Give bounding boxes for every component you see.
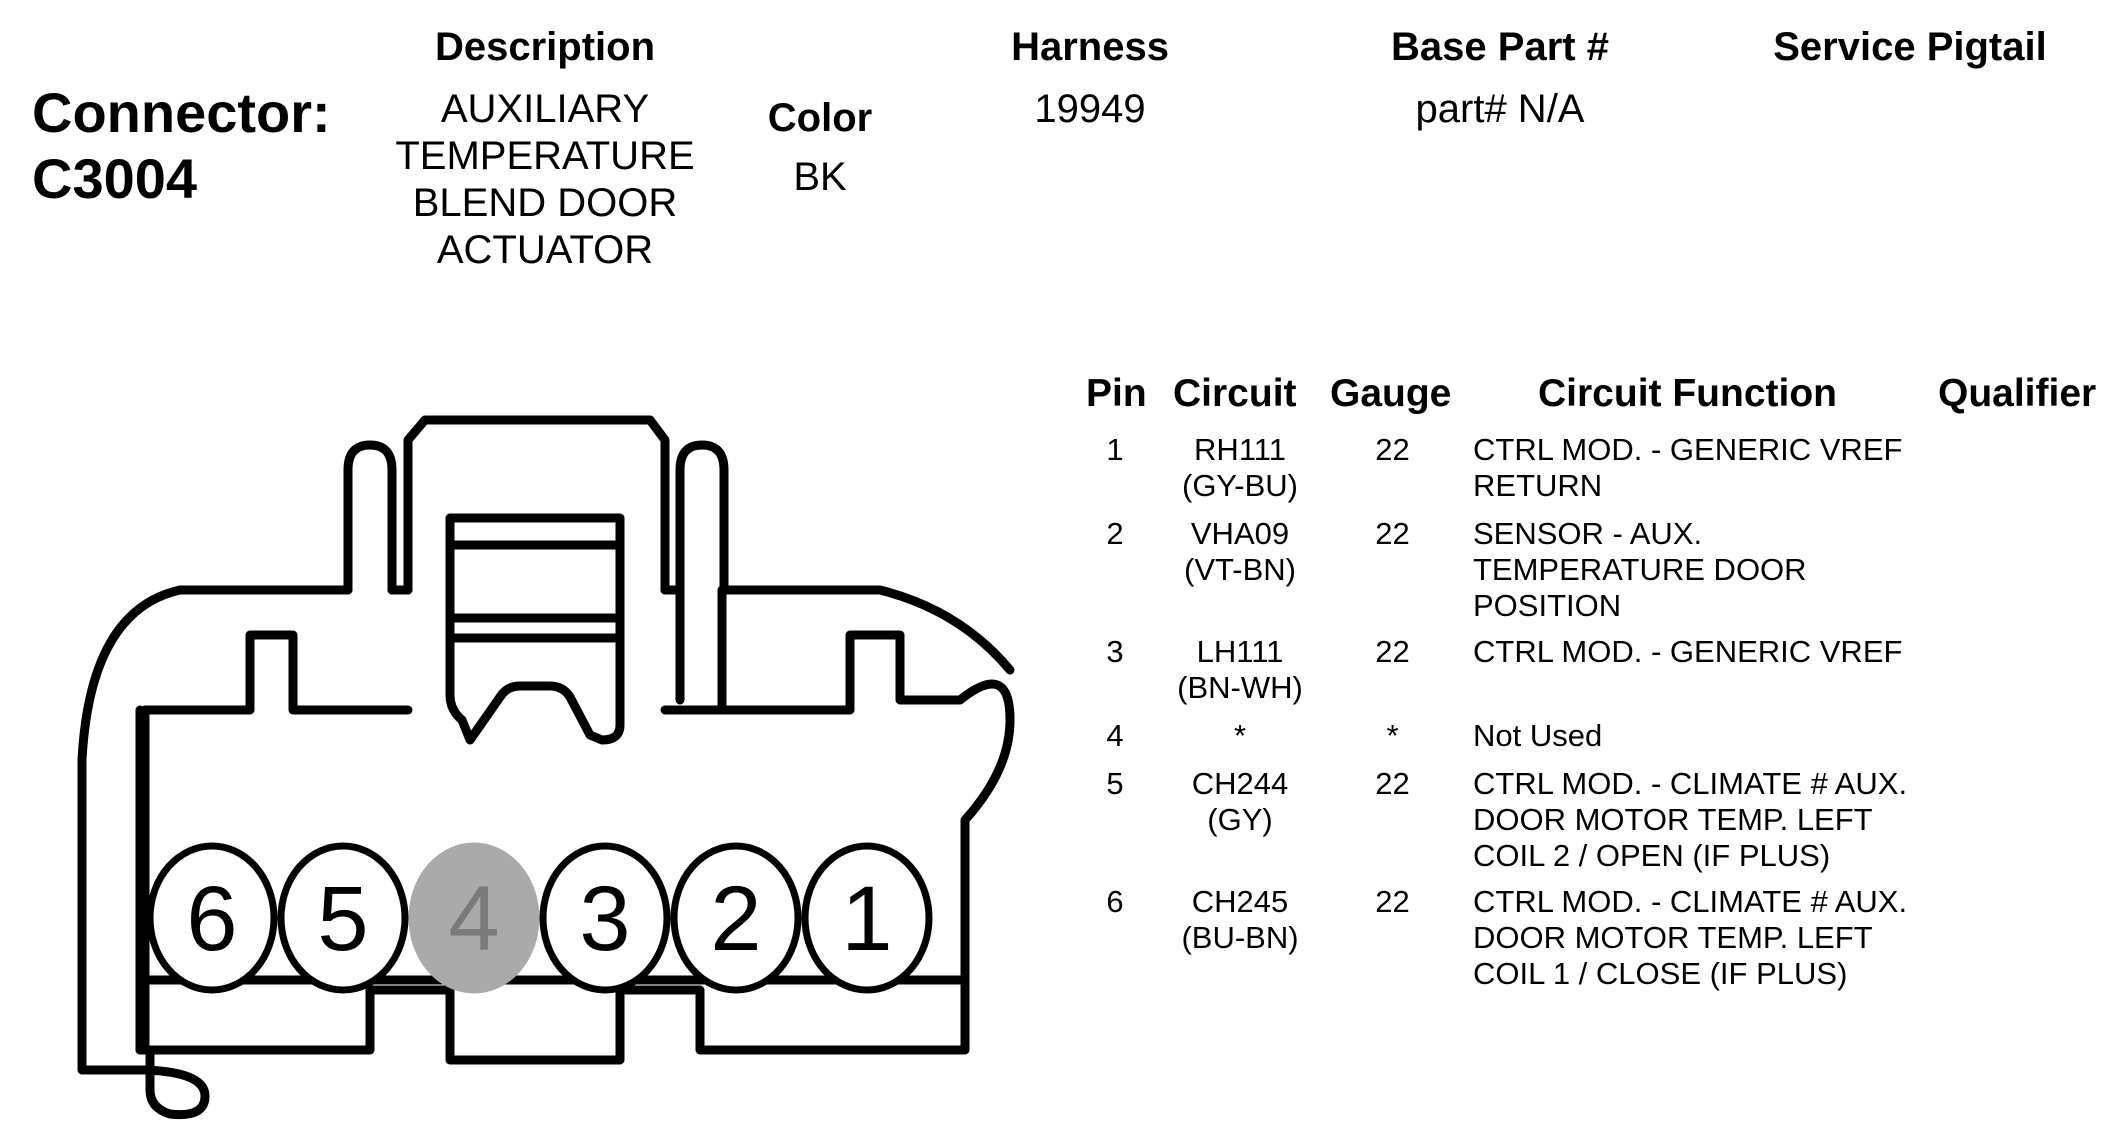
color-header: Color [767, 96, 873, 140]
function-line: CTRL MOD. - CLIMATE # AUX. [1473, 766, 1908, 801]
gauge-cell: * [1386, 718, 1399, 753]
pin-cavity-1 [801, 842, 933, 994]
function-line: COIL 1 / CLOSE (IF PLUS) [1473, 956, 1848, 991]
connector-id: C3004 [32, 147, 198, 210]
gauge-cell: 22 [1375, 766, 1410, 801]
function-cell: SENSOR - AUX. TEMPERATURE DOOR POSITION [1473, 516, 1953, 624]
circuit-color: (BN-WH) [1177, 670, 1303, 705]
pin-cavity-label: 3 [579, 868, 630, 970]
circuit-color: (GY) [1207, 802, 1273, 837]
pin-column-header: Pin [1086, 372, 1147, 415]
function-line: RETURN [1473, 468, 1603, 503]
circuit-code: LH111 [1196, 634, 1284, 669]
housing-right-cavity [675, 585, 727, 715]
circuit-cell: CH244 (GY) [1160, 766, 1320, 838]
function-cell: CTRL MOD. - CLIMATE # AUX. DOOR MOTOR TE… [1473, 766, 1953, 874]
housing-outline [77, 585, 1015, 1120]
description-header: Description [434, 25, 656, 69]
pin-number: 2 [1106, 516, 1124, 551]
function-line: CTRL MOD. - GENERIC VREF [1473, 432, 1903, 467]
pin-cavity-2 [670, 842, 802, 994]
left-latch-arm [343, 440, 397, 595]
description-value: AUXILIARY TEMPERATURE BLEND DOOR ACTUATO… [340, 86, 750, 274]
pin-cavity-6 [146, 842, 278, 994]
gauge-column-header: Gauge [1330, 372, 1452, 415]
harness-header: Harness [1011, 25, 1169, 69]
base-part-value: part# N/A [1415, 87, 1585, 131]
function-line: DOOR MOTOR TEMP. LEFT [1473, 920, 1873, 955]
pin-cavity-3 [539, 842, 671, 994]
gauge-cell: 22 [1375, 634, 1410, 669]
pin-number: 6 [1106, 884, 1124, 919]
pin-cavity-label: 4 [448, 868, 499, 970]
circuit-column-header: Circuit [1173, 372, 1297, 415]
color-value: BK [793, 155, 847, 199]
function-cell: Not Used [1473, 718, 1953, 754]
circuit-cell: LH111 (BN-WH) [1160, 634, 1320, 706]
pin-cavity-label: 6 [186, 868, 237, 970]
gauge-cell: 22 [1375, 516, 1410, 551]
pin-number: 4 [1106, 718, 1124, 753]
function-line: TEMPERATURE DOOR [1473, 552, 1807, 587]
harness-value: 19949 [1034, 87, 1146, 131]
circuit-code: * [1233, 718, 1247, 753]
pin-number: 5 [1106, 766, 1124, 801]
function-cell: CTRL MOD. - GENERIC VREF RETURN [1473, 432, 1953, 504]
pin-cavity-label: 5 [317, 868, 368, 970]
circuit-cell: RH111 (GY-BU) [1160, 432, 1320, 504]
top-lock-cap [403, 415, 670, 595]
qualifier-column-header: Qualifier [1938, 372, 2097, 415]
gauge-cell: 22 [1375, 884, 1410, 919]
base-part-header: Base Part # [1391, 25, 1609, 69]
pin-cavity-label: 1 [841, 868, 892, 970]
lock-ramp [445, 633, 625, 745]
lock-bar-upper [445, 513, 625, 595]
function-line: CTRL MOD. - GENERIC VREF [1473, 634, 1903, 669]
circuit-cell: VHA09 (VT-BN) [1160, 516, 1320, 588]
circuit-color: (VT-BN) [1184, 552, 1296, 587]
description-line: ACTUATOR [436, 228, 654, 272]
function-line: COIL 2 / OPEN (IF PLUS) [1473, 838, 1831, 873]
gauge-cell: 22 [1375, 432, 1410, 467]
function-cell: CTRL MOD. - GENERIC VREF [1473, 634, 1953, 670]
circuit-cell: CH245 (BU-BN) [1160, 884, 1320, 956]
function-line: CTRL MOD. - CLIMATE # AUX. [1473, 884, 1908, 919]
pin-cavity-4 [408, 842, 540, 994]
connector-label-text: Connector: [32, 81, 331, 144]
housing-top-edge [175, 585, 1015, 675]
circuit-code: RH111 [1194, 432, 1286, 467]
connector-label: Connector: C3004 [32, 80, 331, 212]
circuit-code: CH244 [1191, 766, 1289, 801]
pin-cavity-5 [277, 842, 409, 994]
circuit-cell: * [1160, 718, 1320, 754]
circuit-color: (GY-BU) [1182, 468, 1298, 503]
circuit-code: CH245 [1191, 884, 1289, 919]
description-line: AUXILIARY [440, 87, 650, 131]
function-column-header: Circuit Function [1538, 372, 1837, 415]
circuit-color: (BU-BN) [1181, 920, 1299, 955]
service-pigtail-header: Service Pigtail [1773, 25, 2047, 69]
circuit-code: VHA09 [1190, 516, 1290, 551]
function-line: POSITION [1473, 588, 1622, 623]
description-line: BLEND DOOR [412, 181, 678, 225]
pin-cavity-label: 2 [710, 868, 761, 970]
function-line: SENSOR - AUX. [1473, 516, 1703, 551]
function-line: Not Used [1473, 718, 1603, 753]
pin-number: 1 [1106, 432, 1124, 467]
right-latch-arm [675, 440, 729, 595]
function-line: DOOR MOTOR TEMP. LEFT [1473, 802, 1873, 837]
description-line: TEMPERATURE [395, 134, 695, 178]
function-cell: CTRL MOD. - CLIMATE # AUX. DOOR MOTOR TE… [1473, 884, 1953, 992]
pin-number: 3 [1106, 634, 1124, 669]
